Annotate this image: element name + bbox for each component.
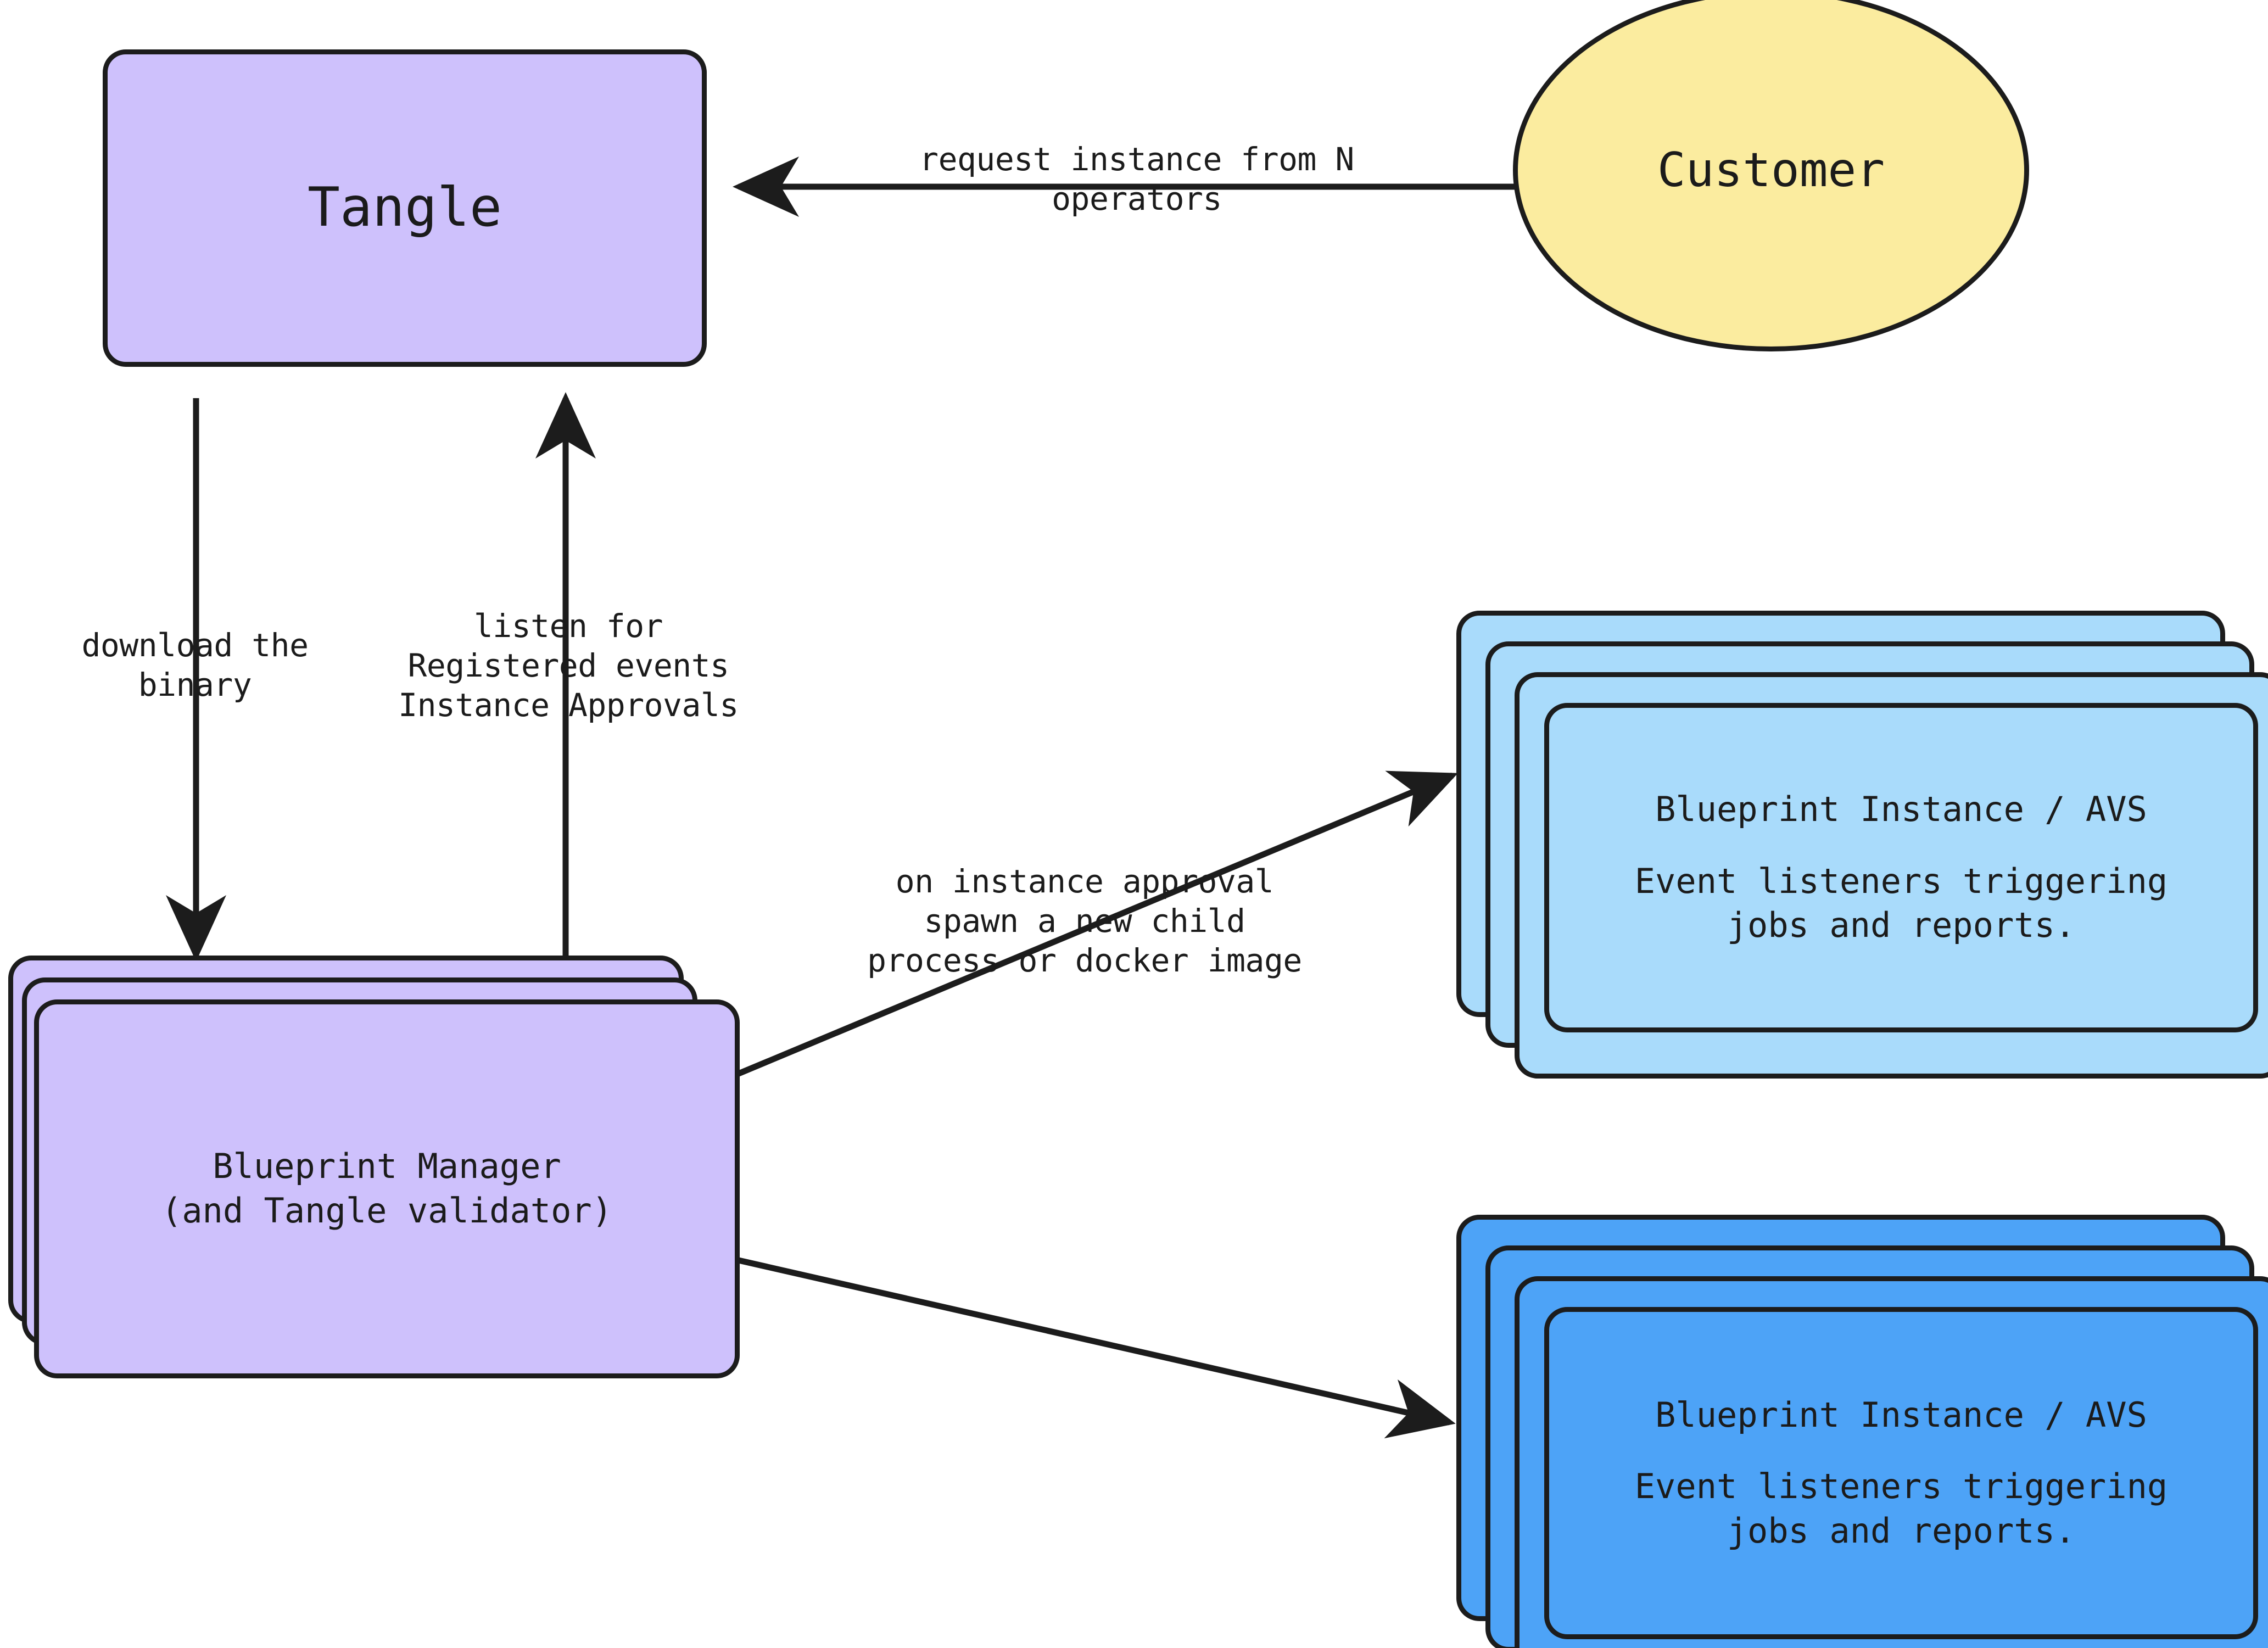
edge-label-download-binary: download the binary	[81, 627, 309, 703]
instance-light-card-front[interactable]: Blueprint Instance / AVS Event listeners…	[1544, 703, 2258, 1032]
instance-dark-title: Blueprint Instance / AVS	[1655, 1394, 2147, 1435]
blueprint-manager-label: Blueprint Manager (and Tangle validator)	[161, 1146, 613, 1231]
edge-label-request-instance: request instance from N operators	[919, 141, 1354, 217]
node-customer-label: Customer	[1657, 143, 1885, 198]
instance-light-body: Event listeners triggering jobs and repo…	[1634, 861, 2168, 946]
edge-label-listen-for-events: listen for Registered events Instance Ap…	[398, 607, 739, 724]
node-customer[interactable]: Customer	[1513, 0, 2029, 351]
node-tangle[interactable]: Tangle	[103, 49, 707, 367]
edge-manager-to-instance-dark	[738, 1257, 1456, 1439]
instance-light-title: Blueprint Instance / AVS	[1655, 789, 2147, 830]
node-tangle-label: Tangle	[307, 176, 502, 239]
blueprint-manager-card-front[interactable]: Blueprint Manager (and Tangle validator)	[34, 999, 740, 1378]
instance-dark-card-front[interactable]: Blueprint Instance / AVS Event listeners…	[1544, 1307, 2258, 1639]
edge-label-on-instance-approval: on instance approval spawn a new child p…	[867, 863, 1302, 979]
instance-dark-body: Event listeners triggering jobs and repo…	[1634, 1466, 2168, 1551]
